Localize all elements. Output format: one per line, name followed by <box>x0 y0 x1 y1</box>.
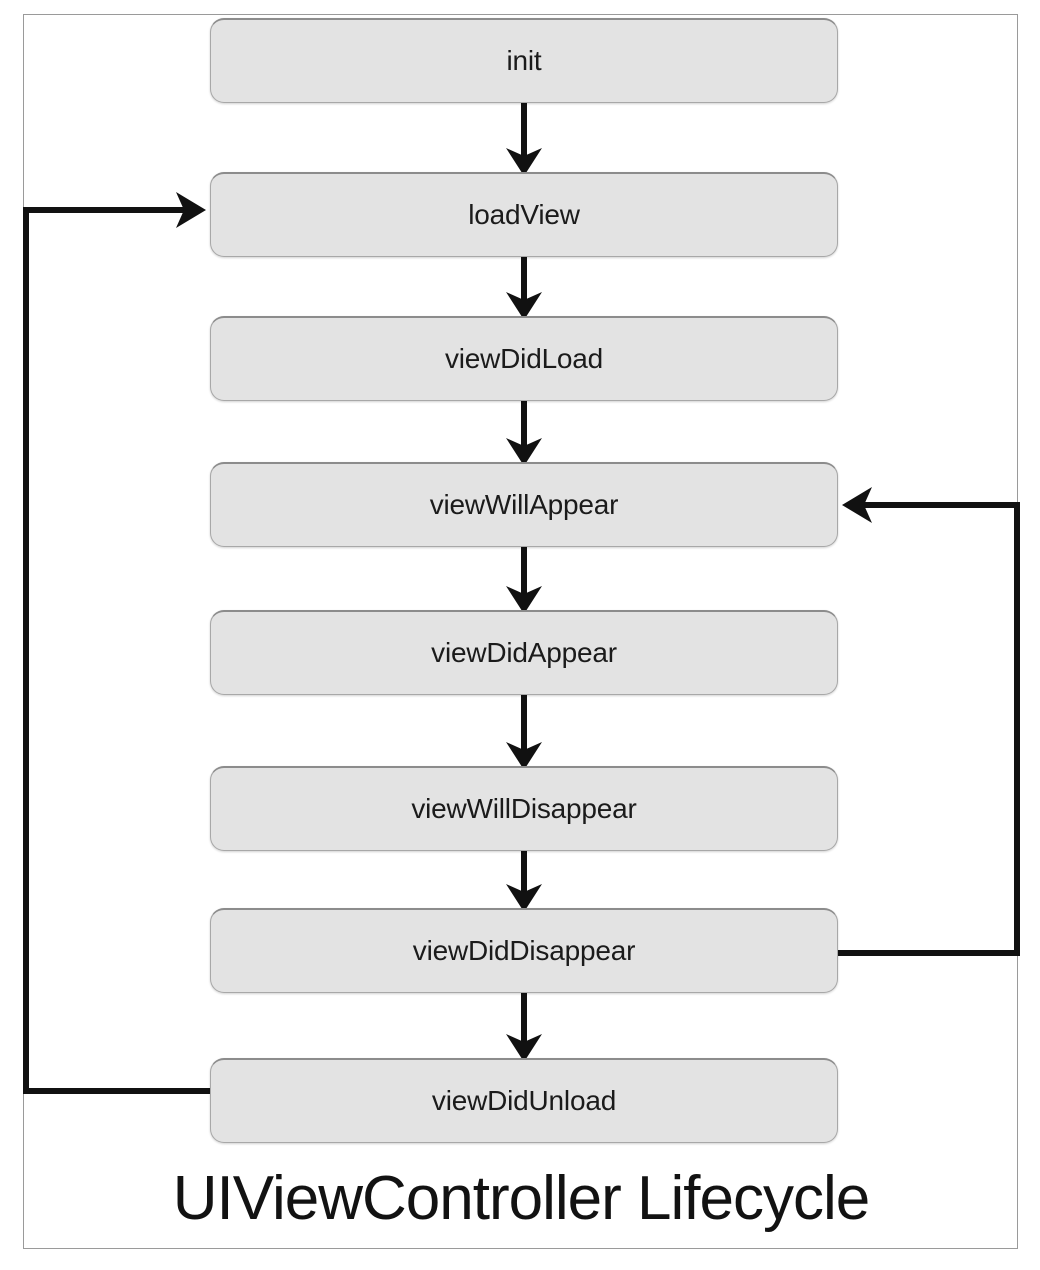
edge-init-to-loadView <box>506 103 542 176</box>
edge-viewDidAppear-to-viewWillDisappear <box>506 695 542 770</box>
node-label-viewDidAppear: viewDidAppear <box>431 637 617 668</box>
node-viewWillDisappear[interactable]: viewWillDisappear <box>210 766 838 851</box>
edge-viewDidDisappear-to-viewWillAppear <box>838 487 1020 956</box>
node-label-viewWillDisappear: viewWillDisappear <box>411 793 637 824</box>
node-init[interactable]: init <box>210 18 838 103</box>
edge-viewDidUnload-to-loadView <box>23 192 210 1094</box>
node-viewDidAppear[interactable]: viewDidAppear <box>210 610 838 695</box>
diagram-title: UIViewController Lifecycle <box>172 1164 870 1233</box>
edge-viewWillAppear-to-viewDidAppear <box>506 547 542 614</box>
node-label-viewWillAppear: viewWillAppear <box>429 489 619 520</box>
node-loadView[interactable]: loadView <box>210 172 838 257</box>
edge-viewWillDisappear-to-viewDidDisappear <box>506 851 542 912</box>
node-label-viewDidDisappear: viewDidDisappear <box>412 935 636 966</box>
node-label-init: init <box>506 45 542 76</box>
node-viewDidDisappear[interactable]: viewDidDisappear <box>210 908 838 993</box>
node-viewDidUnload[interactable]: viewDidUnload <box>210 1058 838 1143</box>
node-viewDidLoad[interactable]: viewDidLoad <box>210 316 838 401</box>
edge-loadView-to-viewDidLoad <box>506 257 542 320</box>
edge-viewDidLoad-to-viewWillAppear <box>506 401 542 466</box>
edge-viewDidDisappear-to-viewDidUnload <box>506 993 542 1062</box>
node-viewWillAppear[interactable]: viewWillAppear <box>210 462 838 547</box>
node-label-loadView: loadView <box>468 199 580 230</box>
node-label-viewDidUnload: viewDidUnload <box>431 1085 617 1116</box>
node-label-viewDidLoad: viewDidLoad <box>444 343 604 374</box>
